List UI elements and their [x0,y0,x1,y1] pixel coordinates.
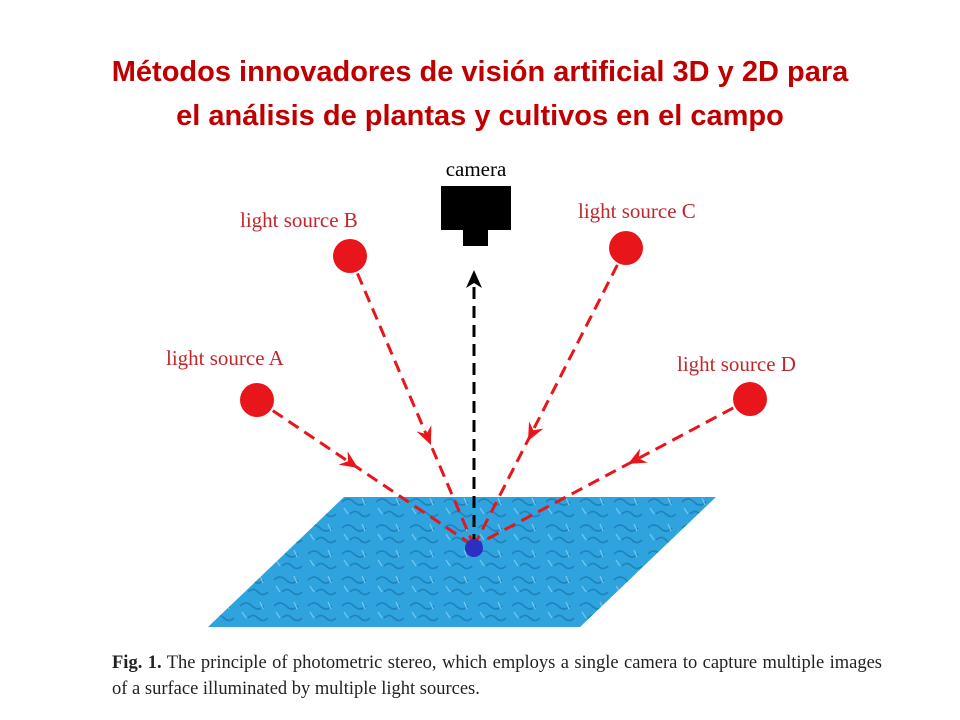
light-source-c [609,231,643,265]
light-source-d [733,382,767,416]
figure-label: Fig. 1. [112,653,162,673]
light-source-a-label: light source A [166,346,285,370]
arrow-head-a [338,451,358,468]
surface-point [465,539,483,557]
figure-caption: Fig. 1. The principle of photometric ste… [112,650,882,702]
slide-title-line-1: Métodos innovadores de visión artificial… [111,56,849,88]
light-ray-d [473,397,751,548]
slide-title: Métodos innovadores de visión artificial… [0,50,960,138]
light-source-b-label: light source B [240,208,358,232]
light-source-d-label: light source D [677,352,796,376]
camera-label: camera [446,157,507,181]
light-ray-b [348,255,476,547]
light-source-c-label: light source C [578,199,696,223]
arrow-head-d [628,448,648,464]
light-source-b [333,239,367,273]
slide-title-line-2: el análisis de plantas y cultivos en el … [176,100,784,132]
arrow-head-b [416,425,432,445]
light-source-a [240,383,274,417]
light-ray-a [256,398,475,548]
arrow-head-c [528,421,544,441]
camera-icon [441,186,511,246]
textured-surface [208,497,716,627]
caption-text: The principle of photometric stereo, whi… [112,653,882,699]
camera-ray-arrow-head [466,270,482,288]
